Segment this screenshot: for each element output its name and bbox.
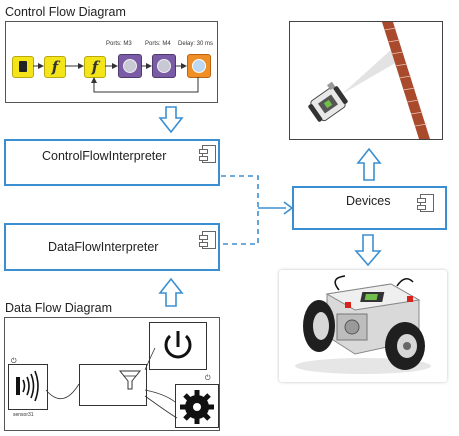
motor-node [175,384,219,428]
power-button-node [149,322,207,370]
power-marker-icon: ⏻ [11,358,17,365]
motor-icon [157,59,171,73]
data-flow-title: Data Flow Diagram [5,301,112,315]
clock-icon [192,59,206,73]
simulation-view [289,21,443,140]
robot-photo [295,275,431,374]
control-flow-interpreter-label: ControlFlowInterpreter [42,149,167,163]
devices-component: Devices [292,186,447,230]
delay-block [187,54,211,78]
device-icon [19,61,27,72]
function-block-1: f [44,56,66,78]
physical-robot-image [279,270,447,382]
component-icon [199,145,216,163]
robot-icon [308,81,348,122]
component-icon [199,231,216,249]
data-flow-interpreter-component: DataFlowInterpreter [4,223,220,271]
data-flow-panel: ⏻ sensor31 [4,317,220,431]
simulation-scene [308,22,430,139]
motor-block-1-label: Ports: M3 [106,41,132,47]
sound-sensor-icon [16,370,39,402]
filter-node [79,364,147,406]
gear-icon [180,390,214,424]
sound-sensor-node [8,364,48,410]
filter-icon [118,370,142,390]
start-block [12,56,34,78]
data-flow-interpreter-label: DataFlowInterpreter [48,240,159,254]
control-flow-connectors [33,63,199,93]
motor-block-2-label: Ports: M4 [145,41,171,47]
devices-label: Devices [346,194,391,208]
delay-block-label: Delay: 30 ms [178,41,214,47]
function-icon: f [91,58,99,76]
power-marker-icon: ⏻ [205,375,211,382]
control-flow-title: Control Flow Diagram [5,5,126,19]
control-flow-panel: f f Ports: M3 Ports: M4 Delay: 30 ms [5,21,218,103]
data-flow-connectors [45,347,178,419]
brick-wall [382,22,430,139]
control-flow-interpreter-component: ControlFlowInterpreter [4,139,220,186]
component-icon [417,194,434,212]
function-icon: f [51,58,59,76]
function-block-2: f [84,56,106,78]
motor-block-2 [152,54,176,78]
sensor-caption: sensor31 [13,412,34,418]
power-icon [164,331,192,359]
motor-icon [123,59,137,73]
motor-block-1 [118,54,142,78]
